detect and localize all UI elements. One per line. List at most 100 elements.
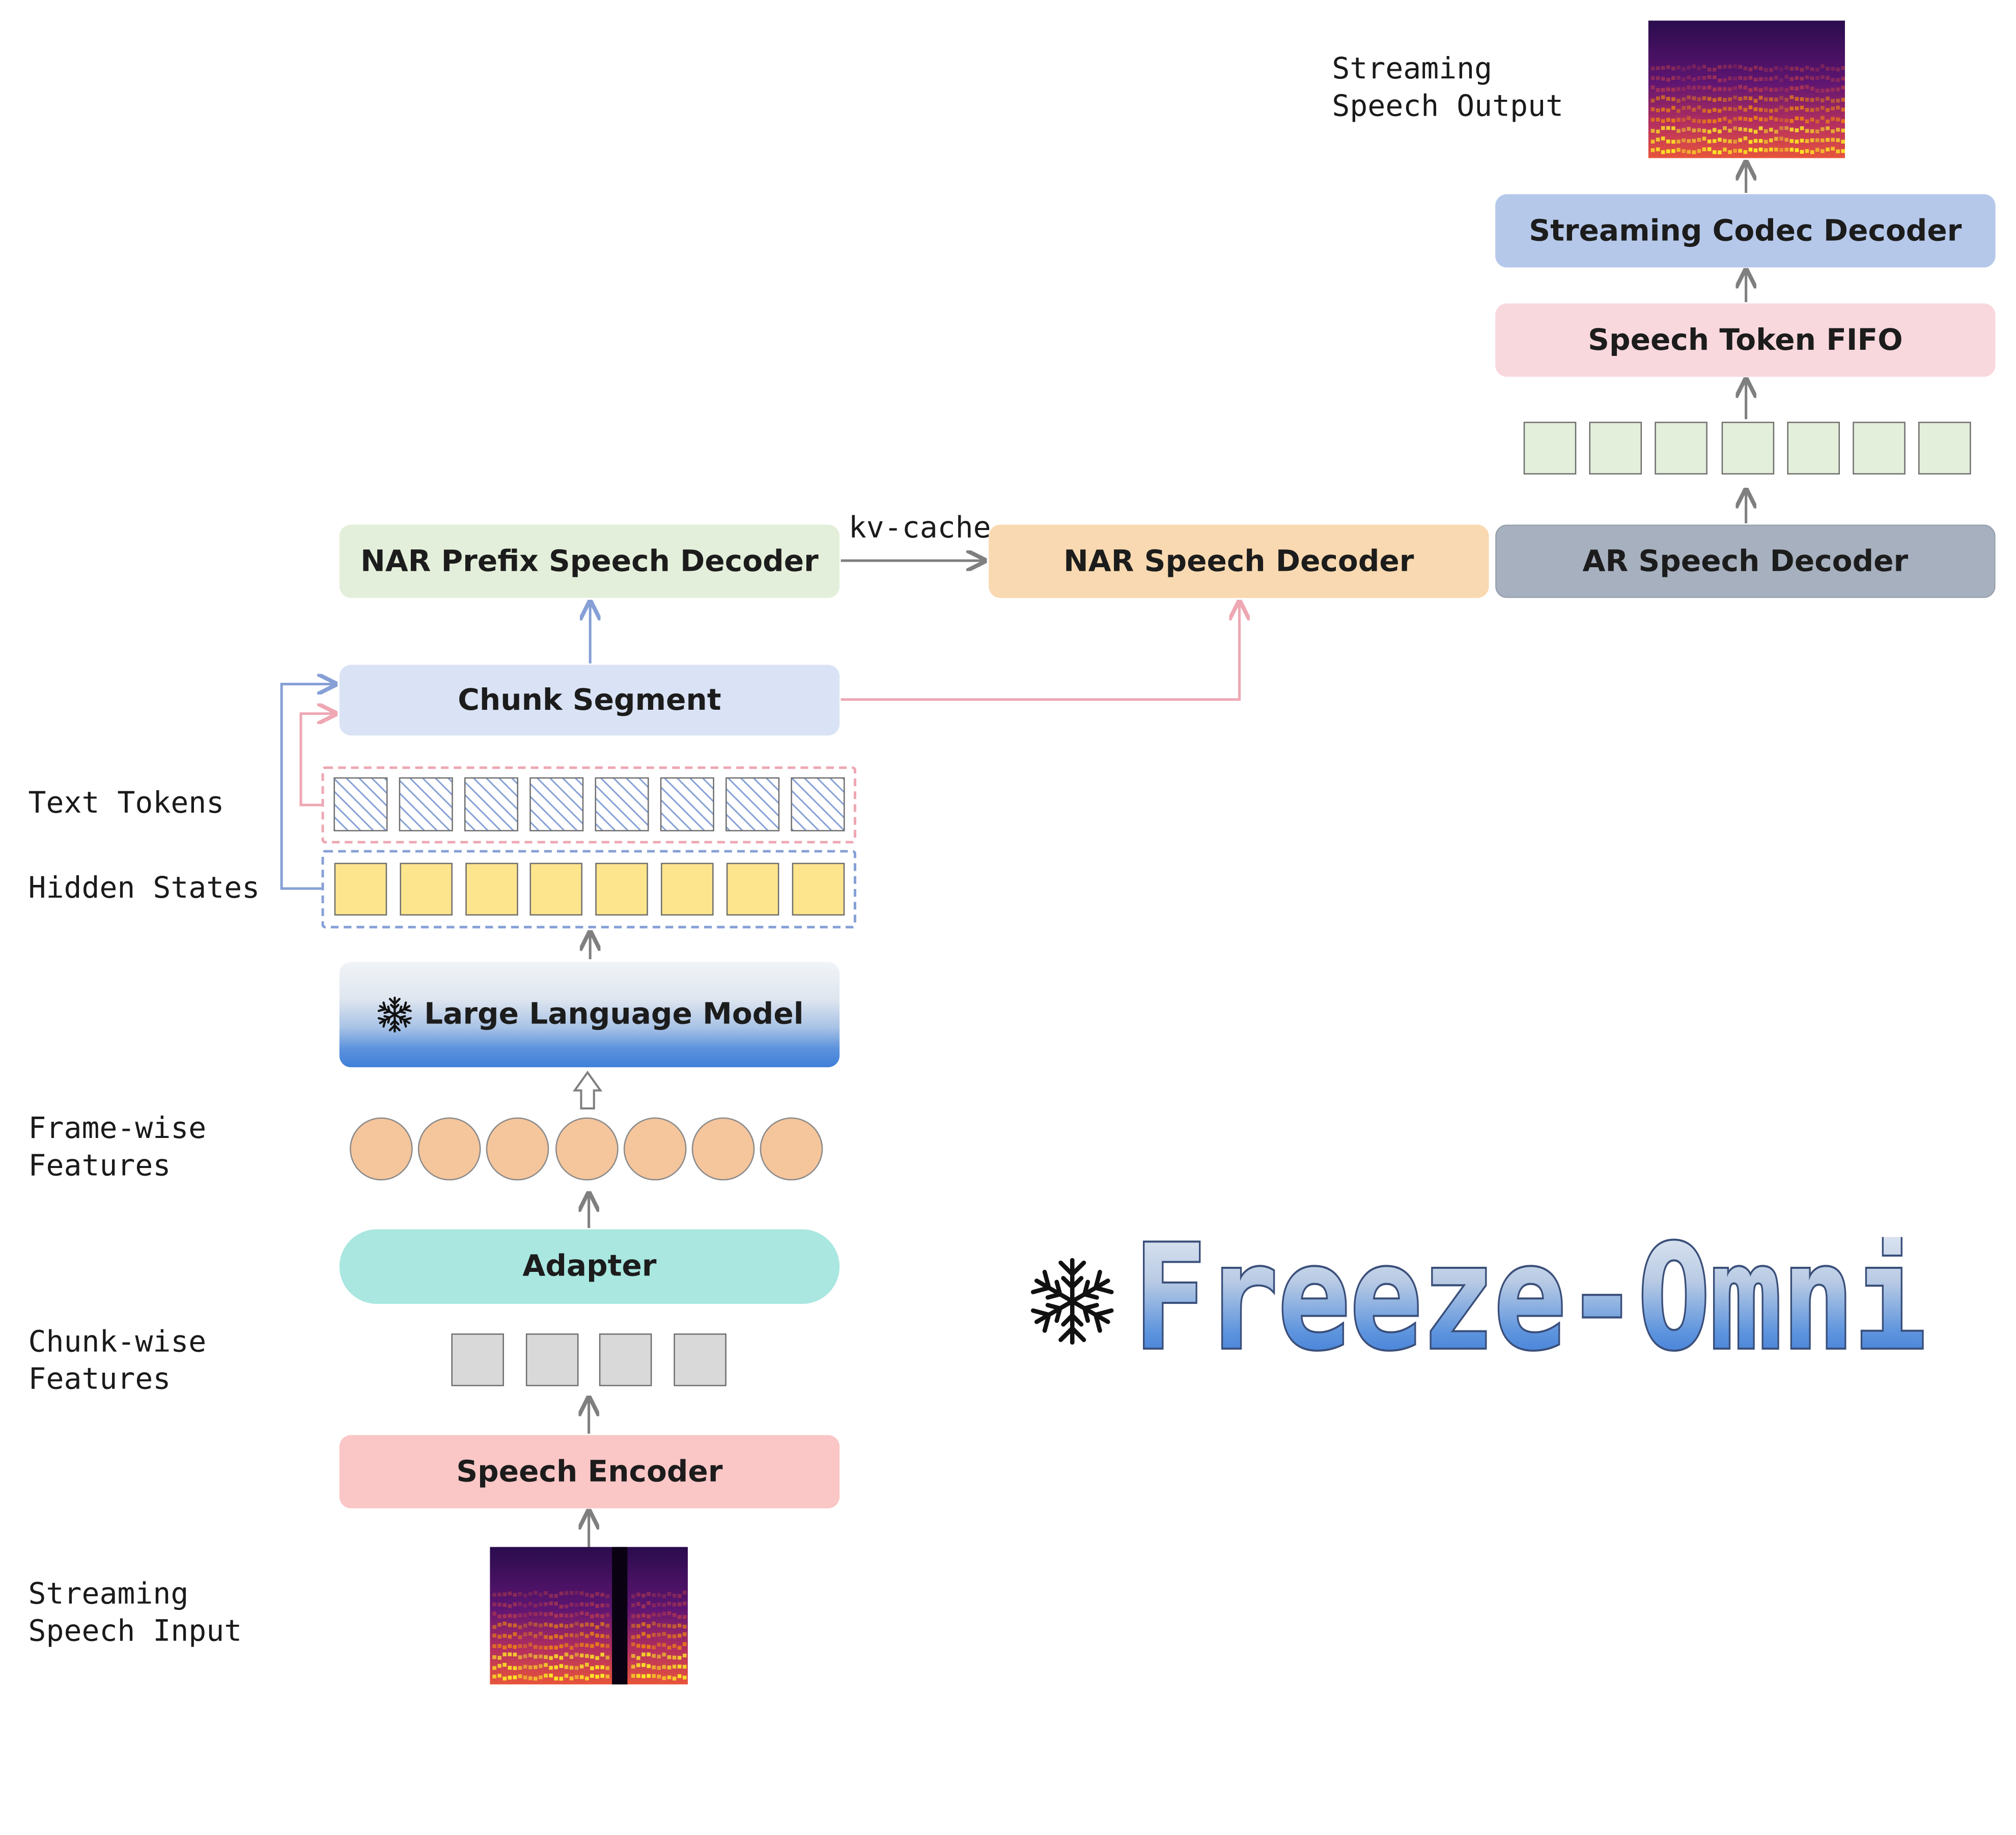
spectrogram-band	[544, 1622, 548, 1627]
spectrogram-band	[1682, 149, 1686, 153]
spectrogram-band	[539, 1593, 543, 1597]
spectrogram-band	[636, 1656, 640, 1660]
spectrogram-band	[508, 1614, 512, 1618]
spectrogram-band	[1743, 127, 1748, 132]
spectrogram-band	[1671, 66, 1675, 71]
spectrogram-band	[595, 1665, 599, 1670]
streaming-output-line2: Speech Output	[1332, 90, 1564, 124]
spectrogram-band	[1836, 128, 1840, 132]
spectrogram-band	[1836, 67, 1840, 72]
spectrogram-band	[502, 1634, 507, 1638]
spectrogram-band	[1789, 119, 1794, 123]
spectrogram-band	[1666, 65, 1670, 69]
spectrogram-band	[662, 1676, 666, 1680]
spectrogram-band	[1671, 119, 1675, 123]
spectrogram-band	[523, 1593, 527, 1598]
spectrogram-band	[647, 1674, 651, 1678]
spectrogram-band	[523, 1644, 527, 1648]
spectrogram-band	[1728, 76, 1732, 80]
spectrogram-band	[508, 1652, 512, 1656]
arrow-hidden-states-feedback	[280, 684, 335, 890]
spectrogram-band	[1697, 66, 1701, 70]
spectrogram-band	[631, 1635, 635, 1639]
spectrogram-band	[1763, 97, 1768, 101]
spectrogram-band	[636, 1644, 640, 1648]
spectrogram-band	[683, 1653, 687, 1658]
spectrogram-band	[1697, 137, 1701, 142]
spectrogram-band	[497, 1674, 501, 1678]
spectrogram-band	[585, 1622, 589, 1627]
spectrogram-band	[580, 1623, 584, 1627]
spectrogram-band	[662, 1611, 666, 1616]
spectrogram-band	[554, 1665, 558, 1670]
spectrogram-band	[492, 1633, 496, 1638]
spectrogram-band	[539, 1631, 543, 1636]
streaming-input-label: Streaming Speech Input	[29, 1576, 242, 1651]
spectrogram-band	[641, 1674, 646, 1679]
spectrogram-band	[559, 1613, 564, 1618]
spectrogram-band	[1723, 98, 1727, 102]
spectrogram-band	[641, 1604, 646, 1608]
ar-speech-decoder-label: AR Speech Decoder	[1582, 544, 1909, 578]
spectrogram-band	[1702, 65, 1706, 69]
speech-token	[1786, 422, 1840, 475]
spectrogram-band	[518, 1644, 522, 1648]
spectrogram-band	[1789, 95, 1794, 99]
spectrogram-band	[544, 1591, 548, 1595]
spectrogram-band	[683, 1624, 687, 1629]
spectrogram-band	[580, 1611, 584, 1616]
spectrogram-band	[1692, 119, 1696, 123]
speech-token-fifo-block: Speech Token FIFO	[1495, 303, 1996, 377]
spectrogram-band	[1682, 97, 1686, 101]
spectrogram-band	[580, 1643, 584, 1647]
spectrogram-band	[1789, 77, 1794, 81]
spectrogram-band	[1712, 88, 1717, 92]
spectrogram-band	[672, 1593, 677, 1598]
spectrogram-band	[1795, 76, 1799, 80]
spectrogram-band	[1692, 150, 1696, 154]
spectrogram-band	[1826, 119, 1830, 124]
spectrogram-band	[1795, 128, 1799, 132]
spectrogram-band	[1763, 108, 1768, 113]
spectrogram-band	[600, 1593, 604, 1597]
hidden-state	[595, 863, 649, 916]
hidden-state	[399, 863, 453, 916]
spectrogram-band	[636, 1634, 640, 1638]
spectrogram-band	[518, 1655, 522, 1659]
spectrogram-band	[657, 1674, 661, 1679]
spectrogram-band	[534, 1623, 538, 1627]
spectrogram-band	[1789, 67, 1794, 71]
spectrogram-band	[1769, 77, 1773, 81]
spectrogram-band	[1743, 136, 1748, 141]
text-token	[464, 777, 519, 831]
spectrogram-band	[513, 1614, 517, 1618]
spectrogram-band	[1763, 87, 1768, 91]
spectrogram-band	[1810, 108, 1814, 112]
spectrogram-band	[605, 1613, 610, 1617]
spectrogram-band	[528, 1632, 533, 1636]
spectrogram-band	[1831, 99, 1835, 103]
spectrogram-band	[657, 1613, 661, 1617]
spectrogram-band	[590, 1602, 594, 1606]
speech-token	[1853, 422, 1906, 475]
spectrogram-band	[672, 1624, 677, 1628]
spectrogram-band	[647, 1624, 651, 1628]
text-token	[725, 777, 780, 831]
spectrogram-band	[590, 1674, 594, 1678]
spectrogram-band	[1831, 137, 1835, 142]
spectrogram-band	[1841, 107, 1845, 112]
spectrogram-band	[539, 1654, 543, 1659]
spectrogram-band	[1826, 76, 1830, 80]
speech-token	[1655, 422, 1708, 475]
frame-features-line1: Frame-wise	[28, 1112, 207, 1146]
spectrogram-band	[1697, 105, 1701, 109]
spectrogram-band	[1666, 126, 1670, 130]
spectrogram-band	[595, 1625, 599, 1629]
spectrogram-band	[1702, 129, 1706, 133]
spectrogram-band	[605, 1624, 610, 1628]
spectrogram-band	[1758, 107, 1763, 112]
spectrogram-band	[631, 1674, 635, 1678]
spectrogram-band	[1758, 77, 1763, 81]
